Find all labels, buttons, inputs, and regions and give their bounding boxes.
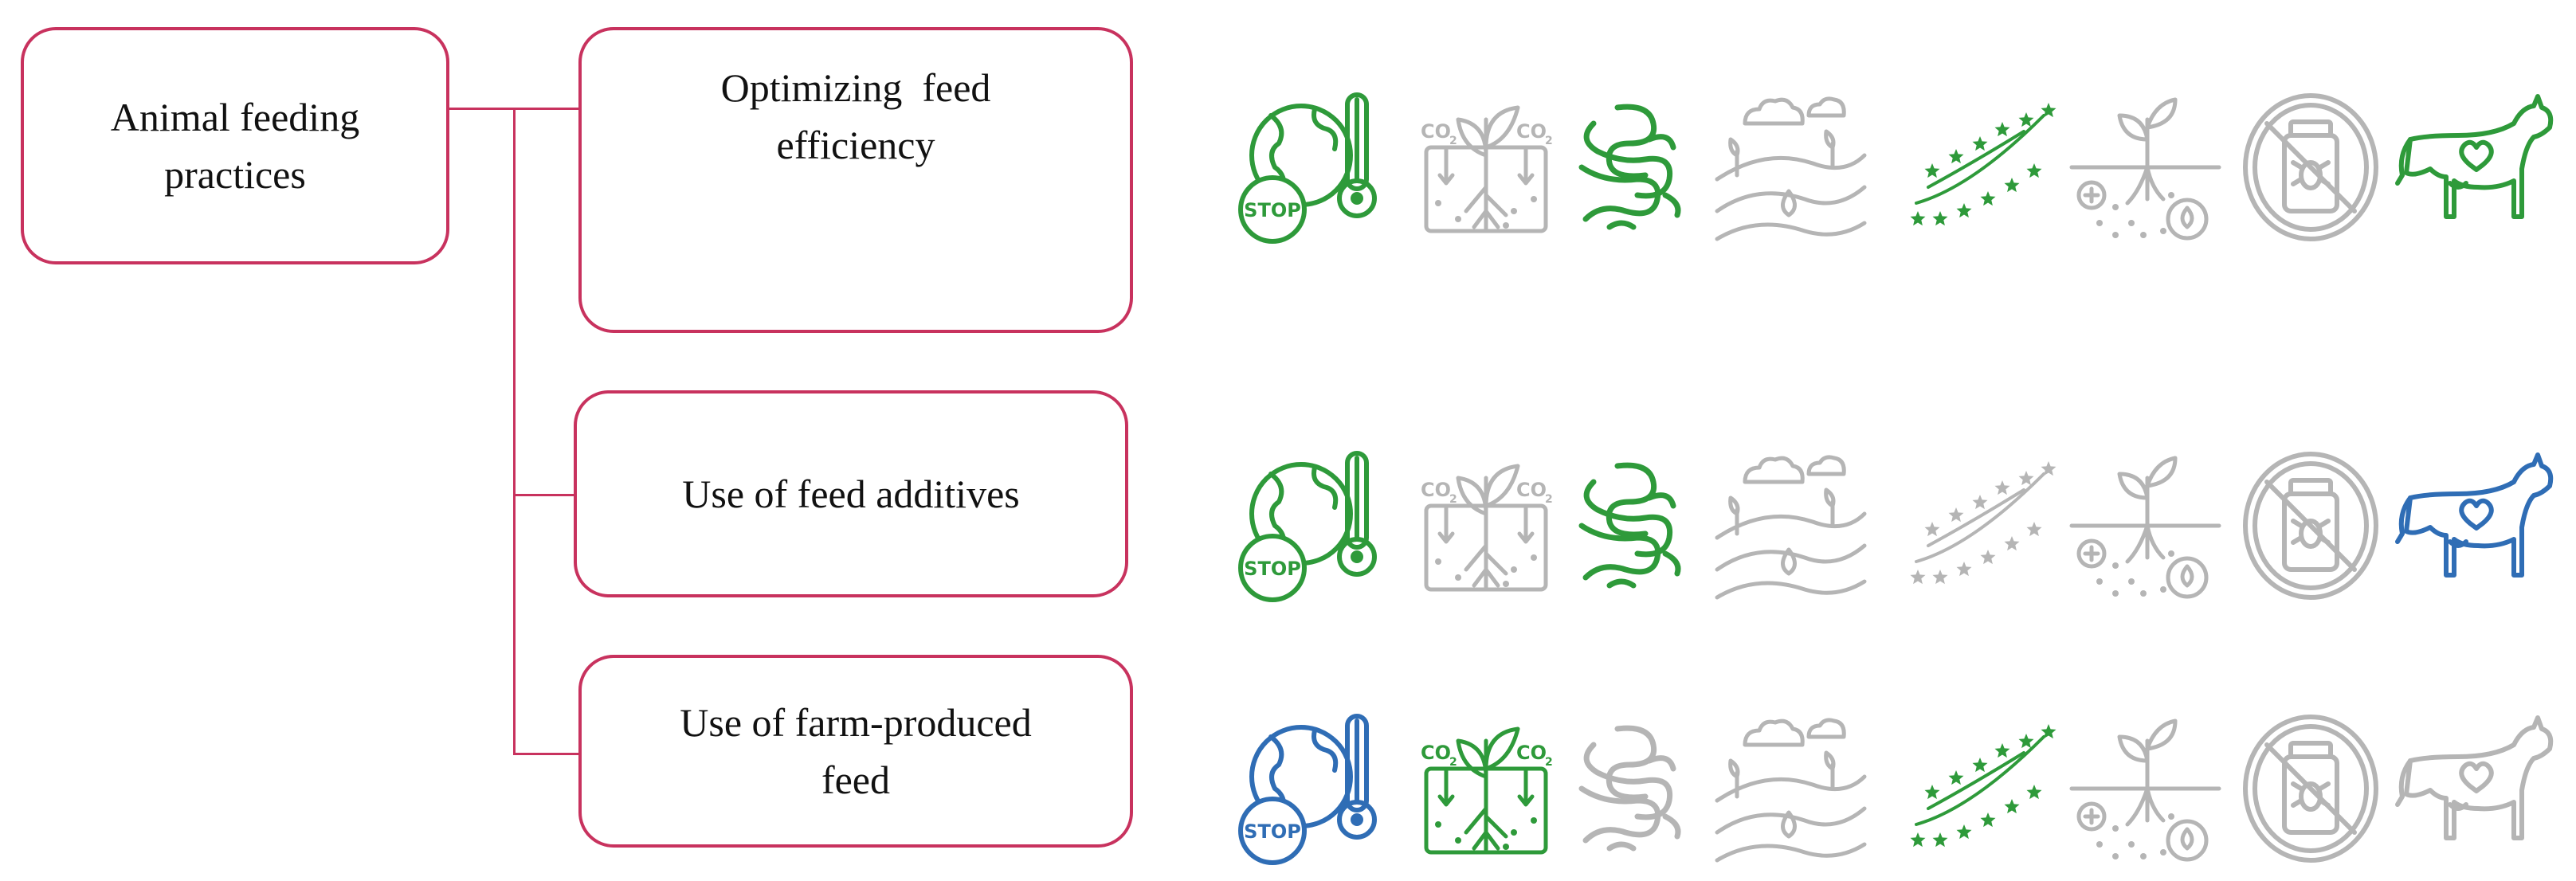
practice-label-line: feed	[821, 758, 891, 802]
svg-text:CO: CO	[1421, 479, 1451, 501]
svg-text:CO: CO	[1516, 742, 1547, 764]
svg-text:2: 2	[1545, 756, 1553, 769]
practice-label-line: Optimizing feed	[720, 65, 991, 110]
stop-warming-globe-icon: STOP	[1238, 714, 1377, 865]
svg-text:2: 2	[1545, 135, 1553, 147]
practice-node-farm-produced-feed: Use of farm-produced feed	[578, 655, 1133, 848]
root-node-animal-feeding-practices: Animal feeding practices	[21, 27, 449, 264]
practice-label-line: Use of feed additives	[682, 472, 1020, 516]
stop-badge-text: STOP	[1244, 820, 1301, 843]
stop-badge-text: STOP	[1244, 199, 1301, 221]
stop-warming-globe-icon: STOP	[1238, 451, 1377, 602]
svg-text:2: 2	[1449, 135, 1457, 147]
svg-text:2: 2	[1449, 493, 1457, 506]
practice-label-line: efficiency	[776, 123, 935, 167]
landscape-water-icon	[1715, 96, 1867, 241]
svg-text:CO: CO	[1516, 479, 1547, 501]
landscape-water-icon	[1715, 718, 1867, 863]
practice-label-line: Use of farm-produced	[680, 700, 1032, 745]
practice-node-feed-efficiency: Optimizing feed efficiency	[578, 27, 1133, 333]
connector-root-stub	[449, 108, 515, 110]
no-pesticide-icon	[2243, 93, 2378, 241]
svg-text:2: 2	[1449, 756, 1457, 769]
stop-warming-globe-icon: STOP	[1238, 92, 1377, 244]
stop-badge-text: STOP	[1244, 558, 1301, 580]
eu-organic-leaf-icon	[1910, 103, 2056, 226]
cow-welfare-icon	[2395, 715, 2554, 840]
soil-nutrient-plant-icon	[2069, 719, 2221, 862]
wind-emissions-icon	[1578, 462, 1681, 589]
eu-organic-leaf-icon	[1910, 461, 2056, 585]
svg-text:CO: CO	[1516, 120, 1547, 143]
cow-welfare-icon	[2395, 452, 2554, 578]
cow-welfare-icon	[2395, 94, 2554, 219]
svg-text:CO: CO	[1421, 742, 1451, 764]
root-label-line-2: practices	[164, 152, 306, 197]
landscape-water-icon	[1715, 455, 1867, 600]
connector-branch-3	[513, 753, 578, 755]
svg-text:CO: CO	[1421, 120, 1451, 143]
connector-trunk	[513, 108, 516, 754]
wind-emissions-icon	[1578, 725, 1681, 852]
eu-organic-leaf-icon	[1910, 724, 2056, 848]
no-pesticide-icon	[2243, 715, 2378, 863]
no-pesticide-icon	[2243, 452, 2378, 600]
connector-branch-1	[513, 108, 578, 110]
root-label-line-1: Animal feeding	[110, 95, 360, 139]
connector-branch-2	[513, 494, 574, 496]
svg-text:2: 2	[1545, 493, 1553, 506]
practice-node-feed-additives: Use of feed additives	[574, 390, 1128, 597]
wind-emissions-icon	[1578, 104, 1681, 230]
soil-nutrient-plant-icon	[2069, 97, 2221, 241]
soil-nutrient-plant-icon	[2069, 456, 2221, 599]
